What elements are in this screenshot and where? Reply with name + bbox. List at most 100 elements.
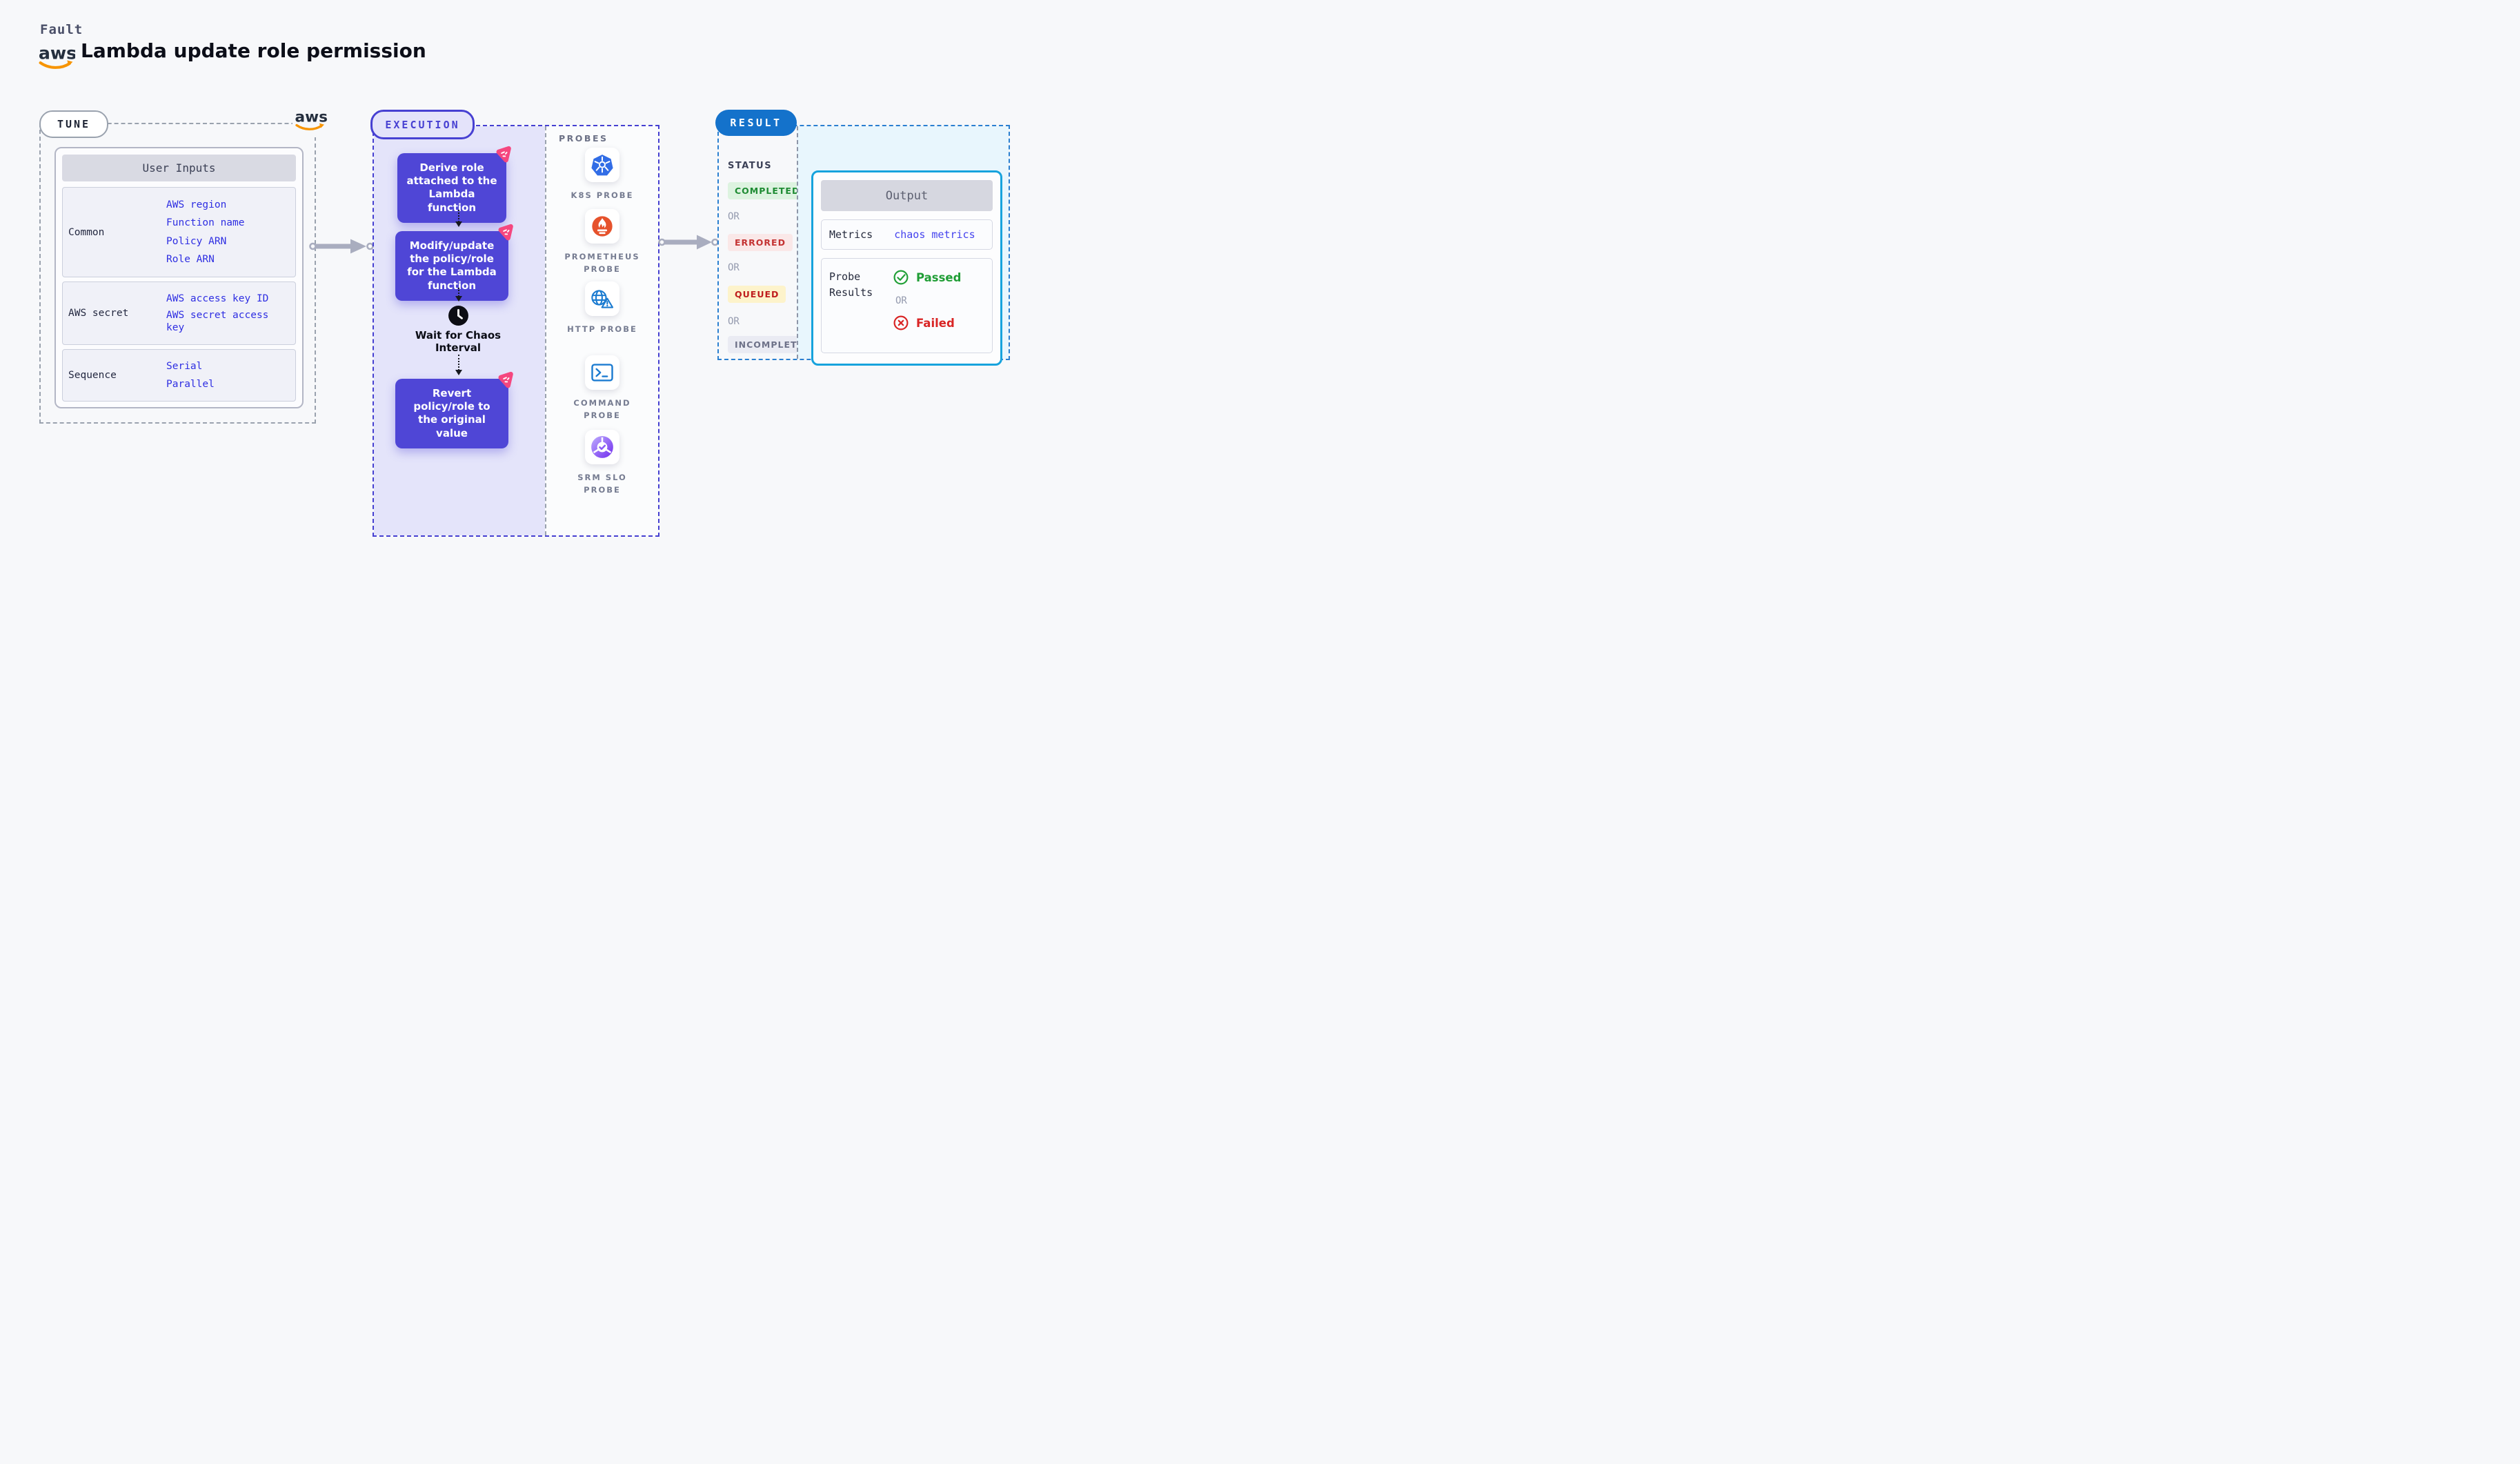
http-probe-card[interactable] <box>585 281 619 316</box>
prometheus-probe-card[interactable] <box>585 209 619 244</box>
group-label: AWS secret <box>68 308 129 319</box>
command-probe-card[interactable] <box>585 355 619 390</box>
metrics-row: Metrics chaos metrics <box>821 219 993 250</box>
probe-label: COMMAND PROBE <box>573 398 631 420</box>
terminal-icon <box>591 364 613 382</box>
clock-icon <box>448 306 468 326</box>
result-output-area: Output Metrics chaos metrics Probe Resul… <box>797 126 1009 366</box>
metrics-label: Metrics <box>829 228 873 241</box>
status-badge-completed: COMPLETED <box>728 182 807 199</box>
aws-smile-arc <box>39 61 71 69</box>
wait-for-chaos-interval-label: Wait for Chaos Interval <box>415 329 502 354</box>
probe-item-command: COMMAND PROBE <box>546 355 658 422</box>
failed-label: Failed <box>916 316 955 330</box>
chaos-fault-icon <box>498 224 513 241</box>
input-link-serial[interactable]: Serial <box>166 361 203 373</box>
probe-label: PROMETHEUS PROBE <box>564 252 640 274</box>
srm-slo-probe-card[interactable] <box>585 430 619 464</box>
tune-section: User Inputs Common AWS region Function n… <box>39 123 316 424</box>
page-title: Lambda update role permission <box>81 39 426 62</box>
output-panel: Output Metrics chaos metrics Probe Resul… <box>811 170 1002 366</box>
prometheus-icon <box>592 216 613 237</box>
user-inputs-group-sequence: Sequence Serial Parallel <box>62 349 296 402</box>
group-label: Sequence <box>68 370 117 381</box>
passed-label: Passed <box>916 270 962 284</box>
group-links: Serial Parallel <box>166 350 295 401</box>
tune-section-badge: TUNE <box>39 110 108 138</box>
step-label: Modify/update the policy/role for the La… <box>407 239 497 292</box>
probe-item-http: HTTP PROBE <box>546 281 658 336</box>
kubernetes-icon <box>591 155 613 176</box>
probe-result-failed: Failed <box>893 315 961 331</box>
aws-smile-arrowhead <box>319 123 324 128</box>
probes-column: PROBES K8S PROBE <box>545 126 658 535</box>
check-circle-icon <box>893 270 909 285</box>
status-column: STATUS COMPLETED OR ERRORED OR QUEUED OR… <box>719 126 819 359</box>
status-badge-errored: ERRORED <box>728 234 793 251</box>
input-link-parallel[interactable]: Parallel <box>166 378 215 390</box>
aws-logo: aws <box>39 43 75 69</box>
user-inputs-group-common: Common AWS region Function name Policy A… <box>62 187 296 277</box>
group-label: Common <box>68 226 105 238</box>
flow-connector <box>455 210 462 227</box>
x-circle-icon <box>893 315 909 330</box>
aws-logo-tune-corner: aws <box>292 103 328 137</box>
step-modify-policy[interactable]: Modify/update the policy/role for the La… <box>395 224 513 301</box>
step-label: Derive role attached to the Lambda funct… <box>406 161 497 214</box>
user-inputs-table: User Inputs Common AWS region Function n… <box>54 147 304 408</box>
aws-smile-arrowhead <box>67 60 73 66</box>
status-badge-queued: QUEUED <box>728 286 786 303</box>
output-header: Output <box>821 180 993 211</box>
tune-to-execution-arrow <box>309 239 374 254</box>
execution-section: Derive role attached to the Lambda funct… <box>373 125 659 537</box>
input-link-function-name[interactable]: Function name <box>166 217 245 229</box>
probe-item-srm-slo: SRM SLO PROBE <box>546 430 658 497</box>
probe-label: K8S PROBE <box>571 190 634 200</box>
chaos-fault-icon <box>498 371 513 388</box>
slo-donut-check-icon <box>591 436 613 458</box>
probe-item-prometheus: PROMETHEUS PROBE <box>546 209 658 276</box>
chaos-fault-icon <box>496 146 511 163</box>
aws-logo-text: aws <box>39 43 75 63</box>
status-or-separator: OR <box>728 316 740 327</box>
probe-result-or-separator: OR <box>895 295 907 306</box>
result-section: STATUS COMPLETED OR ERRORED OR QUEUED OR… <box>717 125 1010 366</box>
flow-connector <box>455 288 462 301</box>
probe-results-values: Passed OR Failed <box>893 269 961 353</box>
probe-label: SRM SLO PROBE <box>577 473 627 495</box>
input-link-secret-access-key[interactable]: AWS secret access key <box>166 310 269 334</box>
user-inputs-header: User Inputs <box>62 155 296 181</box>
flow-connector <box>455 355 462 375</box>
group-links: AWS access key ID AWS secret access key <box>166 282 295 344</box>
group-links: AWS region Function name Policy ARN Role… <box>166 188 295 277</box>
input-link-role-arn[interactable]: Role ARN <box>166 253 215 265</box>
status-or-separator: OR <box>728 211 740 222</box>
step-revert-policy[interactable]: Revert policy/role to the original value <box>395 371 513 448</box>
step-label: Revert policy/role to the original value <box>413 387 490 439</box>
result-section-badge: RESULT <box>715 110 797 136</box>
probes-title: PROBES <box>559 133 608 144</box>
http-globe-warning-icon <box>591 289 614 308</box>
fault-diagram-canvas: Fault aws Lambda update role permission … <box>0 0 1062 629</box>
aws-smile-arc <box>295 123 323 130</box>
input-link-access-key-id[interactable]: AWS access key ID <box>166 293 269 304</box>
status-title: STATUS <box>728 161 773 171</box>
input-link-aws-region[interactable]: AWS region <box>166 199 227 211</box>
aws-logo-text: aws <box>295 109 328 126</box>
step-derive-role[interactable]: Derive role attached to the Lambda funct… <box>397 146 511 223</box>
input-link-policy-arn[interactable]: Policy ARN <box>166 235 227 247</box>
user-inputs-group-aws-secret: AWS secret AWS access key ID AWS secret … <box>62 281 296 345</box>
fault-eyebrow: Fault <box>40 22 83 37</box>
chaos-metrics-link[interactable]: chaos metrics <box>894 228 975 241</box>
execution-section-badge: EXECUTION <box>370 110 475 139</box>
probe-item-k8s: K8S PROBE <box>546 148 658 202</box>
execution-flow-area: Derive role attached to the Lambda funct… <box>374 126 545 535</box>
k8s-probe-card[interactable] <box>585 148 619 182</box>
status-or-separator: OR <box>728 262 740 273</box>
probe-result-passed: Passed <box>893 269 961 286</box>
probe-label: HTTP PROBE <box>567 324 637 334</box>
aws-logo: aws <box>295 109 328 130</box>
execution-to-result-arrow <box>658 235 719 250</box>
probe-results-row: Probe Results Passed OR <box>821 258 993 353</box>
probe-results-label: Probe Results <box>829 270 873 299</box>
